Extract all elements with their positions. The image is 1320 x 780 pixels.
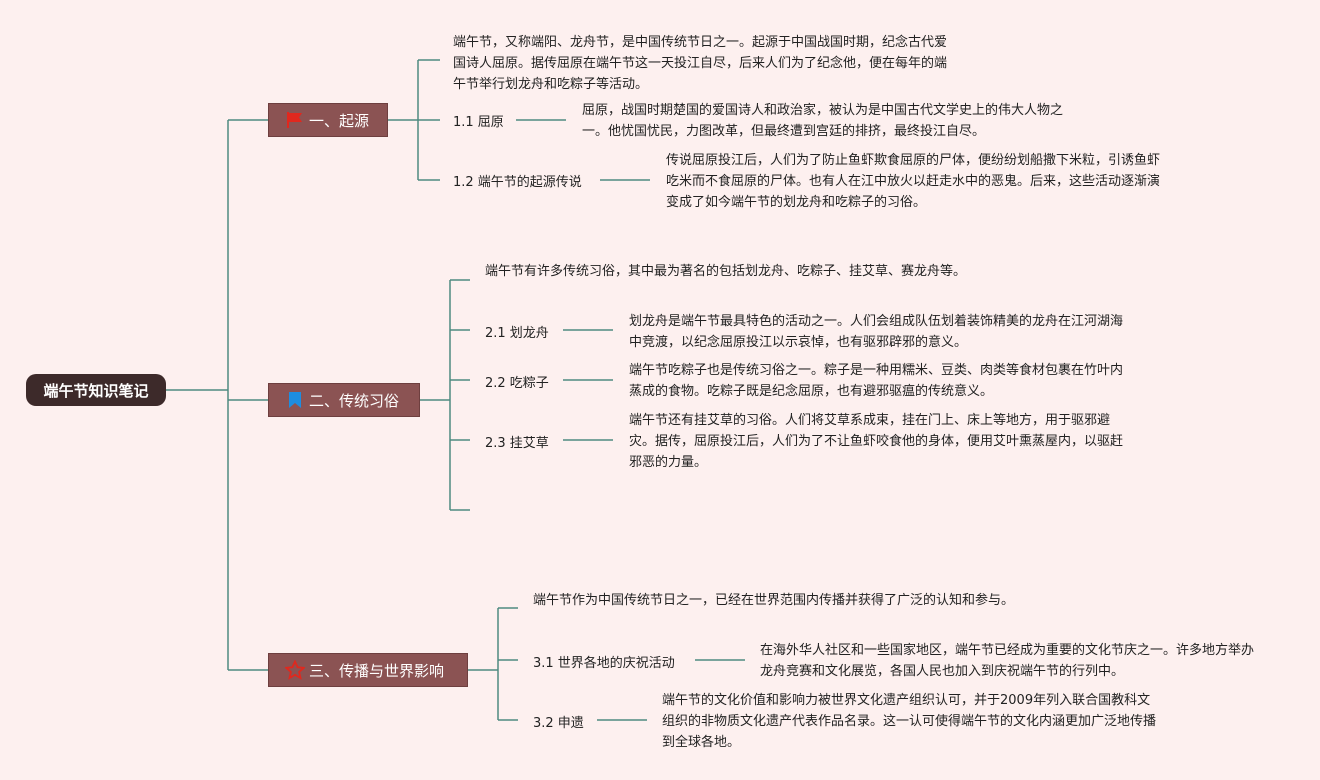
blue-flag-icon	[285, 390, 305, 410]
subtopic-text: 屈原，战国时期楚国的爱国诗人和政治家，被认为是中国古代文学史上的伟大人物之一。他…	[582, 103, 1064, 139]
subtopic-label[interactable]: 2.2 吃粽子	[485, 376, 549, 391]
red-star-icon	[285, 660, 305, 680]
subtopic-label[interactable]: 2.3 挂艾草	[485, 436, 549, 451]
branch-label: 三、传播与世界影响	[309, 661, 445, 680]
subtopic-text: 端午节还有挂艾草的习俗。人们将艾草系成束，挂在门上、床上等地方，用于驱邪避灾。据…	[629, 413, 1124, 470]
subtopic-label[interactable]: 2.1 划龙舟	[485, 326, 549, 341]
branch-label: 二、传统习俗	[309, 391, 400, 410]
subtopic-text: 在海外华人社区和一些国家地区，端午节已经成为重要的文化节庆之一。许多地方举办龙舟…	[760, 643, 1255, 679]
subtopic-text: 端午节吃粽子也是传统习俗之一。粽子是一种用糯米、豆类、肉类等食材包裹在竹叶内蒸成…	[629, 363, 1124, 399]
intro-text: 端午节，又称端阳、龙舟节，是中国传统节日之一。起源于中国战国时期，纪念古代爱国诗…	[453, 35, 948, 92]
subtopic-text: 传说屈原投江后，人们为了防止鱼虾欺食屈原的尸体，便纷纷划船撒下米粒，引诱鱼虾吃米…	[666, 153, 1161, 210]
subtopic-label[interactable]: 3.2 申遗	[533, 716, 584, 731]
branch-label: 一、起源	[309, 111, 370, 130]
branch-origin[interactable]: 一、起源	[268, 103, 388, 137]
root-node[interactable]: 端午节知识笔记	[26, 374, 166, 406]
subtopic-text: 划龙舟是端午节最具特色的活动之一。人们会组成队伍划着装饰精美的龙舟在江河湖海中竞…	[629, 314, 1124, 350]
intro-text: 端午节有许多传统习俗，其中最为著名的包括划龙舟、吃粽子、挂艾草、赛龙舟等。	[485, 264, 967, 279]
subtopic-label[interactable]: 1.2 端午节的起源传说	[453, 175, 582, 190]
subtopic-label[interactable]: 3.1 世界各地的庆祝活动	[533, 656, 675, 671]
intro-text: 端午节作为中国传统节日之一，已经在世界范围内传播并获得了广泛的认知和参与。	[533, 593, 1015, 608]
subtopic-text: 端午节的文化价值和影响力被世界文化遗产组织认可，并于2009年列入联合国教科文组…	[662, 693, 1157, 750]
branch-customs[interactable]: 二、传统习俗	[268, 383, 420, 417]
red-flag-icon	[285, 110, 305, 130]
branch-influence[interactable]: 三、传播与世界影响	[268, 653, 468, 687]
subtopic-label[interactable]: 1.1 屈原	[453, 115, 504, 130]
